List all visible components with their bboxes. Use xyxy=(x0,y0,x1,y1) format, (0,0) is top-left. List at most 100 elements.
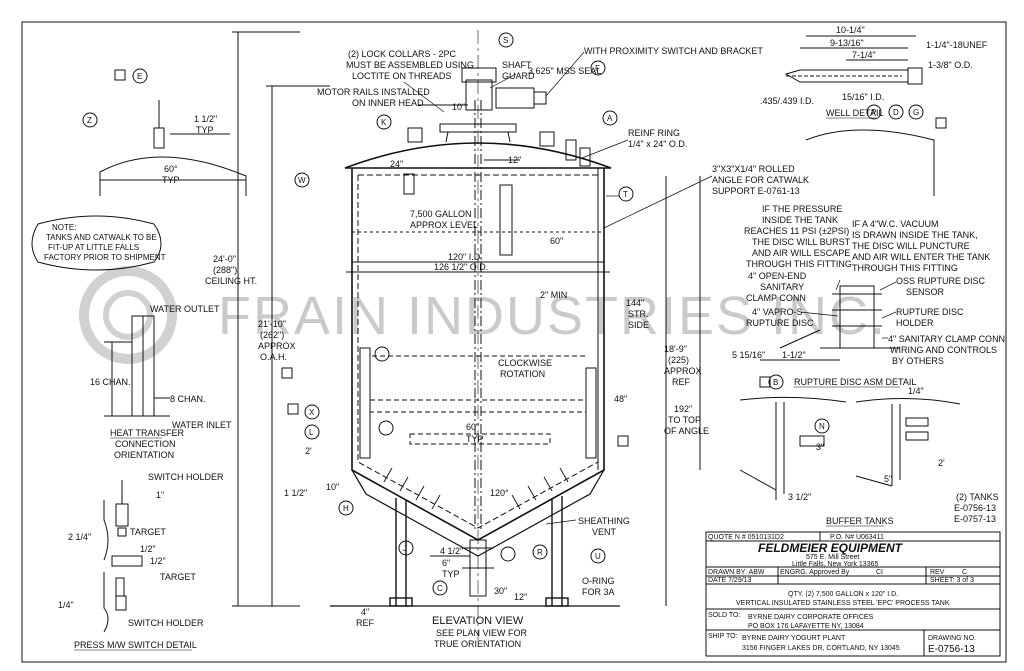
chan-8: 8 CHAN. xyxy=(170,394,206,404)
rupture-dim-1-1-2: 1-1/2" xyxy=(782,350,806,360)
well-detail-title: WELL DETAIL xyxy=(826,108,884,118)
switch-dim-1-4: 1/4" xyxy=(58,600,74,610)
callout-l: L xyxy=(309,428,314,437)
dim-30: 30" xyxy=(494,586,507,596)
company-address-1: 575 E. Mill Street xyxy=(806,554,859,561)
switch-holder-top: SWITCH HOLDER xyxy=(148,472,224,482)
note-gallon-1: 7,500 GALLON xyxy=(410,209,472,219)
callout-a: A xyxy=(607,114,613,123)
switch-detail xyxy=(103,480,143,633)
callout-k: K xyxy=(381,118,387,127)
elevation-subtitle-2: TRUE ORIENTATION xyxy=(434,639,521,649)
heat-transfer-diagram xyxy=(104,315,170,417)
dim-2ft: 2' xyxy=(305,446,312,456)
callout-e: E xyxy=(137,72,142,81)
dim-4-ref-2: REF xyxy=(356,618,375,628)
ship-to-2: 3156 FINGER LAKES DR, CORTLAND, NY 13045 xyxy=(742,645,900,652)
note-sheathing-2: VENT xyxy=(592,527,617,537)
note-oring-1: O-RING xyxy=(582,576,615,586)
note-rotation-2: ROTATION xyxy=(500,369,545,379)
switch-detail-title: PRESS M/W SWITCH DETAIL xyxy=(74,640,197,650)
pressure-3: REACHES 11 PSI (±2PSI) xyxy=(744,226,849,236)
callout-n: N xyxy=(819,422,825,431)
quote-number: QUOTE N # 0510131D2 xyxy=(708,534,784,541)
well-id-big: 15/16" I.D. xyxy=(842,92,884,102)
sold-to-label: SOLD TO: xyxy=(708,612,740,619)
well-detail xyxy=(784,35,935,196)
buffer-dim-3-1-2: 3 1/2" xyxy=(788,492,811,502)
drive-gearbox xyxy=(465,79,493,111)
dim-12b: 12" xyxy=(514,592,527,602)
ship-to-label: SHIP TO: xyxy=(708,633,738,640)
note-box-3: FIT-UP AT LITTLE FALLS xyxy=(48,243,139,252)
vacuum-1: IF A 4"W.C. VACUUM xyxy=(852,219,939,229)
note-reinf-ring-1: REINF RING xyxy=(628,128,680,138)
well-dim-3: 7-1/4" xyxy=(852,50,876,60)
dim-ref-4: REF xyxy=(672,377,691,387)
dim-oah-3: APPROX xyxy=(258,341,296,351)
well-thread: 1-1/4"-18UNEF xyxy=(926,40,988,50)
note-shaft: SHAFT xyxy=(502,60,532,70)
dim-10: 10" xyxy=(452,102,465,112)
dim-60b: 60" xyxy=(550,236,563,246)
dim-ref-3: APPROX xyxy=(664,366,702,376)
drawn-by: DRAWN BY: ABW xyxy=(708,569,765,576)
note-gallon-2: APPROX LEVEL xyxy=(410,220,478,230)
note-box-1: NOTE: xyxy=(52,223,76,232)
water-outlet: WATER OUTLET xyxy=(150,304,220,314)
vapro-1: 4" VAPRO-S xyxy=(752,307,803,317)
clamp-2: WIRING AND CONTROLS xyxy=(890,345,997,355)
qty-line-1: QTY. (2) 7,500 GALLON x 120" I.D. xyxy=(788,591,898,598)
top-nozzle-detail xyxy=(99,100,247,196)
well-id-small: .435/.439 I.D. xyxy=(760,96,814,106)
company-address-2: Little Falls, New York 13365 xyxy=(792,561,878,568)
dim-120deg: 120° xyxy=(490,488,509,498)
top-typ-2: TYP xyxy=(162,175,180,185)
dim-str-3: SIDE xyxy=(628,320,649,330)
open-end-2: SANITARY xyxy=(760,282,804,292)
note-lock-collars-2: MUST BE ASSEMBLED USING xyxy=(346,60,474,70)
engrg-approver: CI xyxy=(876,569,883,576)
dim-str-2: STR. xyxy=(628,309,649,319)
pressure-1: IF THE PRESSURE xyxy=(762,204,842,214)
pressure-2: INSIDE THE TANK xyxy=(762,215,838,225)
dim-top-angle-1: 192" xyxy=(674,404,692,414)
vacuum-4: AND AIR WILL ENTER THE TANK xyxy=(852,252,990,262)
company-name: FELDMEIER EQUIPMENT xyxy=(758,541,904,555)
rupture-dim-5-15-16: 5 15/16" xyxy=(732,350,765,360)
vacuum-5: THROUGH THIS FITTING xyxy=(852,263,958,273)
callout-x: X xyxy=(309,408,315,417)
well-dim-2: 9-13/16" xyxy=(830,38,864,48)
heat-transfer-title-3: ORIENTATION xyxy=(114,450,174,460)
heat-transfer-title-1: HEAT TRANSFER xyxy=(110,428,185,438)
leader-lines xyxy=(403,51,897,525)
top-dim-1-1-2: 1 1/2" xyxy=(194,114,217,124)
elevation-subtitle-1: SEE PLAN VIEW FOR xyxy=(436,628,528,638)
vacuum-2: IS DRAWN INSIDE THE TANK, xyxy=(852,230,978,240)
dim-od: 126 1/2" O.D. xyxy=(434,262,488,272)
top-typ: TYP xyxy=(196,125,214,135)
po-number: P.O. N# U063411 xyxy=(830,534,884,541)
dim-typ: TYP xyxy=(466,434,484,444)
top-angle: 60° xyxy=(164,164,178,174)
drawing-number: E-0756-13 xyxy=(928,644,975,655)
switch-dim-1: 1" xyxy=(156,490,164,500)
callout-z: Z xyxy=(87,116,92,125)
note-lock-collars-1: (2) LOCK COLLARS - 2PC xyxy=(348,49,457,59)
dim-6: 6" xyxy=(442,558,450,568)
buffer-tanks-3: E-0757-13 xyxy=(954,514,996,524)
note-reinf-ring-2: 1/4" x 24" O.D. xyxy=(628,139,687,149)
note-guard: GUARD xyxy=(502,71,535,81)
dim-top-angle-3: OF ANGLE xyxy=(664,426,709,436)
open-end-3: CLAMP CONN xyxy=(746,293,806,303)
note-motor-rails-2: ON INNER HEAD xyxy=(352,98,424,108)
oss-2: SENSOR xyxy=(906,287,945,297)
dim-overall-3: CEILING HT. xyxy=(205,276,257,286)
buffer-tanks-detail xyxy=(739,396,961,500)
elevation-title: ELEVATION VIEW xyxy=(432,615,524,627)
callout-u: U xyxy=(595,552,601,561)
callout-c: C xyxy=(437,584,443,593)
dim-4-ref-1: 4" xyxy=(361,607,369,617)
buffer-tanks-2: E-0756-13 xyxy=(954,503,996,513)
dim-min: 2" MIN xyxy=(540,290,567,300)
